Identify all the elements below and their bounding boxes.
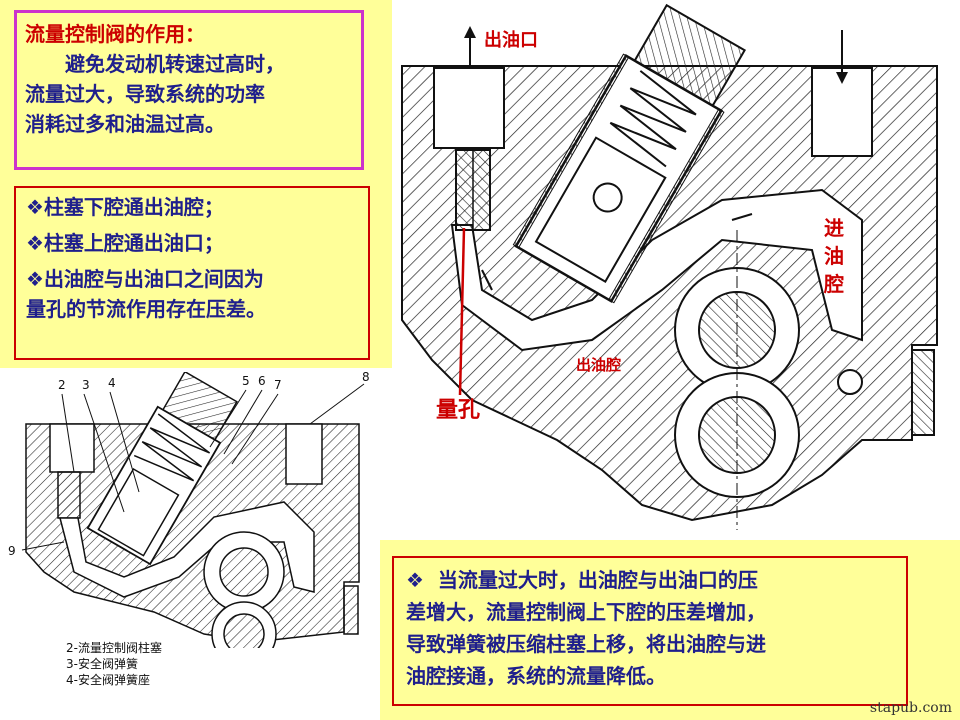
outlet-label: 出油口	[484, 30, 538, 51]
bottom-panel-bg	[380, 540, 960, 720]
part-number: 3	[82, 378, 90, 392]
part-number: 2	[58, 378, 66, 392]
purpose-line: 消耗过多和油温过高。	[25, 112, 225, 136]
part-number: 4	[108, 376, 116, 390]
inlet-label: 进 油 腔	[824, 214, 844, 298]
side-bolt	[911, 349, 935, 436]
excess-text: 当流量过大时，出油腔与出油口的压	[437, 568, 758, 592]
excess-line: ❖ 当流量过大时，出油腔与出油口的压	[406, 564, 894, 596]
excess-line: 油腔接通，系统的流量降低。	[406, 664, 666, 688]
bullet-icon: ❖	[26, 231, 44, 255]
bullet-icon: ❖	[406, 568, 424, 592]
internal-channel	[450, 188, 863, 352]
bullet-icon: ❖	[26, 195, 44, 219]
part-number: 8	[362, 370, 370, 384]
legend-item: 4-安全阀弹簧座	[66, 673, 150, 687]
channel-item: ❖出油腔与出油口之间因为	[26, 264, 358, 294]
channel-text: 出油腔与出油口之间因为	[43, 267, 264, 291]
part-number: 5	[242, 374, 250, 388]
excess-flow-box: ❖ 当流量过大时，出油腔与出油口的压 差增大，流量控制阀上下腔的压差增加， 导致…	[392, 556, 908, 706]
outlet-port	[433, 67, 505, 149]
purpose-title: 流量控制阀的作用：	[25, 22, 205, 46]
part-number: 9	[8, 544, 16, 558]
purpose-box: 流量控制阀的作用： 避免发动机转速过高时， 流量过大，导致系统的功率 消耗过多和…	[14, 10, 364, 170]
channel-text: 柱塞下腔通出油腔；	[43, 195, 224, 219]
excess-line: 差增大，流量控制阀上下腔的压差增加，	[406, 600, 766, 624]
valve-spring	[609, 70, 697, 168]
bullet-icon: ❖	[26, 267, 44, 291]
left-panel-bg	[0, 0, 392, 368]
pump-housing	[401, 65, 938, 522]
part-number: 7	[274, 378, 282, 392]
excess-line: 导致弹簧被压缩柱塞上移，将出油腔与进	[406, 632, 766, 656]
channel-item: ❖柱塞下腔通出油腔；	[26, 192, 358, 222]
channel-text: 量孔的节流作用存在压差。	[26, 297, 266, 321]
legend-item: 2-流量控制阀柱塞	[66, 641, 162, 655]
channel-text: 柱塞上腔通出油口；	[43, 231, 224, 255]
purpose-line: 避免发动机转速过高时，	[65, 52, 285, 76]
inlet-label-char: 进	[824, 216, 844, 240]
orifice-pointer	[458, 227, 466, 396]
purpose-line: 流量过大，导致系统的功率	[25, 82, 265, 106]
small-valve-diagram	[21, 372, 365, 648]
watermark: stapub.com	[869, 700, 952, 716]
orifice-label: 量孔	[436, 398, 481, 423]
main-valve-diagram	[401, 3, 938, 530]
channel-item: ❖柱塞上腔通出油口；	[26, 228, 358, 258]
part-number: 6	[258, 374, 266, 388]
inlet-label-char: 油	[824, 244, 844, 268]
legend-item: 3-安全阀弹簧	[66, 657, 138, 671]
small-diagram-legend: 2-流量控制阀柱塞 3-安全阀弹簧 4-安全阀弹簧座	[66, 640, 162, 688]
channels-box: ❖柱塞下腔通出油腔； ❖柱塞上腔通出油口； ❖出油腔与出油口之间因为 量孔的节流…	[14, 186, 370, 360]
outlet-chamber-label: 出油腔	[576, 356, 622, 374]
inlet-label-char: 腔	[824, 272, 844, 296]
